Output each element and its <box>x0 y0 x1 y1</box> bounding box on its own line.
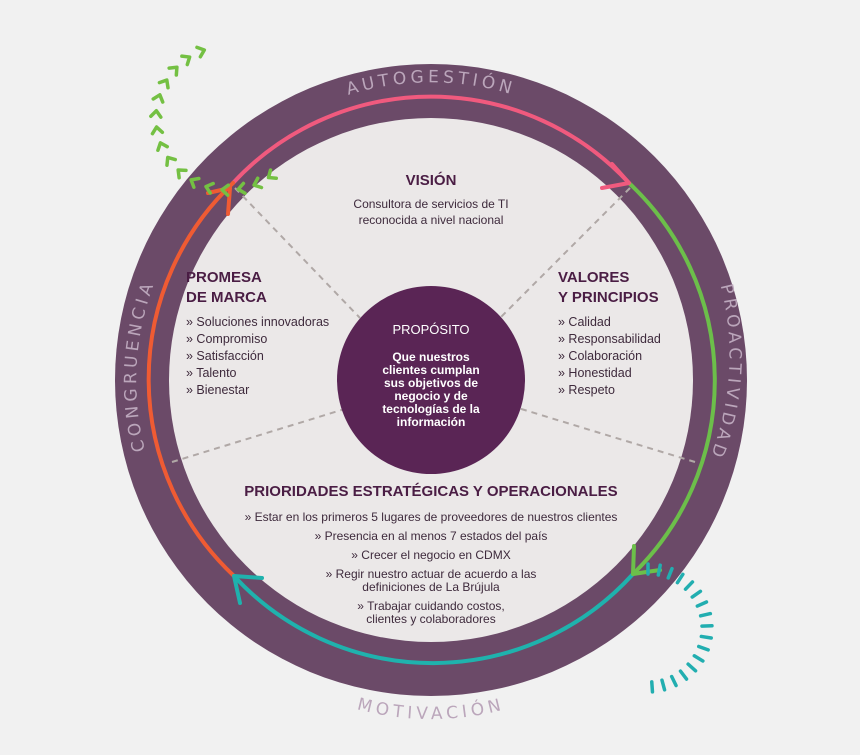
tick-mark <box>660 678 667 692</box>
arc-top-pink <box>231 94 631 185</box>
teal-tick-trail-icon <box>646 562 714 694</box>
tick-mark <box>678 669 689 681</box>
purpose-line: clientes cumplan <box>382 363 479 377</box>
tick-mark <box>699 634 713 640</box>
chevron-mark <box>157 78 170 90</box>
valores-section: VALORES Y PRINCIPIOS » Calidad » Respons… <box>558 269 661 397</box>
prioridades-line: » Crecer el negocio en CDMX <box>351 548 510 562</box>
promesa-item: » Soluciones innovadoras <box>186 315 329 329</box>
chevron-mark <box>220 183 231 197</box>
section-dividers <box>171 187 696 463</box>
promesa-title-line: DE MARCA <box>186 289 267 306</box>
vision-title: VISIÓN <box>406 171 457 189</box>
purpose-disc <box>337 286 525 474</box>
arc-bottom-teal <box>232 572 635 666</box>
vision-line: Consultora de servicios de TI <box>353 197 508 211</box>
prioridades-title: PRIORIDADES ESTRATÉGICAS Y OPERACIONALES <box>244 483 617 500</box>
purpose-title: PROPÓSITO <box>392 322 469 337</box>
tick-mark <box>698 611 713 618</box>
chevron-mark <box>150 125 165 136</box>
prioridades-line: » Estar en los primeros 5 lugares de pro… <box>245 510 618 524</box>
tick-mark <box>650 680 655 694</box>
prioridades-line: » Regir nuestro actuar de acuerdo a las <box>326 567 537 581</box>
promesa-section: PROMESA DE MARCA » Soluciones innovadora… <box>186 269 329 397</box>
chevron-mark <box>266 168 279 180</box>
chevron-mark <box>236 181 247 196</box>
vision-line: reconocida a nivel nacional <box>359 213 504 227</box>
green-chevron-trail-icon <box>149 45 279 197</box>
valores-item: » Respeto <box>558 383 615 397</box>
purpose-line: Que nuestros <box>392 350 470 364</box>
tick-mark <box>686 662 698 673</box>
promesa-item: » Compromiso <box>186 332 267 346</box>
tick-mark <box>683 580 695 591</box>
valores-item: » Colaboración <box>558 349 642 363</box>
chevron-mark <box>195 45 207 59</box>
purpose-line: tecnologías de la <box>382 402 480 416</box>
tick-mark <box>692 654 705 663</box>
chevron-mark <box>149 108 163 119</box>
promesa-title-line: PROMESA <box>186 269 262 286</box>
purpose-line: negocio y de <box>394 389 468 403</box>
valores-item: » Calidad <box>558 315 611 329</box>
promesa-item: » Satisfacción <box>186 349 264 363</box>
tick-mark <box>696 644 710 652</box>
tick-mark <box>656 563 662 577</box>
valores-title-line: Y PRINCIPIOS <box>558 289 659 306</box>
tick-mark <box>669 674 678 688</box>
arrowhead-bottom-right-icon <box>631 544 662 576</box>
arc-right-green <box>627 181 717 576</box>
chevron-mark <box>176 168 188 180</box>
arrowhead-bottom-left-icon <box>232 574 264 605</box>
valores-item: » Honestidad <box>558 366 632 380</box>
chevron-mark <box>252 176 264 190</box>
tick-mark <box>695 600 709 608</box>
chevron-mark <box>165 155 178 167</box>
arc-left-orange <box>146 181 236 578</box>
tick-mark <box>675 572 685 585</box>
purpose-line: información <box>397 415 466 429</box>
prioridades-line: clientes y colaboradores <box>366 612 495 626</box>
arrowhead-top-right-icon <box>600 162 631 190</box>
promesa-item: » Bienestar <box>186 383 249 397</box>
prioridades-line: definiciones de La Brújula <box>362 580 500 594</box>
chevron-mark <box>204 181 215 195</box>
purpose-line: sus objetivos de <box>384 376 478 390</box>
chevron-mark <box>189 176 201 189</box>
chevron-mark <box>167 65 179 77</box>
prioridades-line: » Presencia en al menos 7 estados del pa… <box>315 529 548 543</box>
chevron-mark <box>180 54 192 67</box>
vision-text: Consultora de servicios de TI reconocida… <box>353 197 508 227</box>
valores-item: » Responsabilidad <box>558 332 661 346</box>
valores-title-line: VALORES <box>558 269 629 286</box>
chevron-mark <box>151 93 165 104</box>
tick-mark <box>666 566 674 580</box>
promesa-item: » Talento <box>186 366 237 380</box>
tick-mark <box>690 589 703 599</box>
chevron-mark <box>156 141 169 153</box>
prioridades-line: » Trabajar cuidando costos, <box>357 599 504 613</box>
arrowhead-top-left-icon <box>206 186 232 216</box>
ring-label-bottom: MOTIVACIÓN <box>355 695 506 725</box>
